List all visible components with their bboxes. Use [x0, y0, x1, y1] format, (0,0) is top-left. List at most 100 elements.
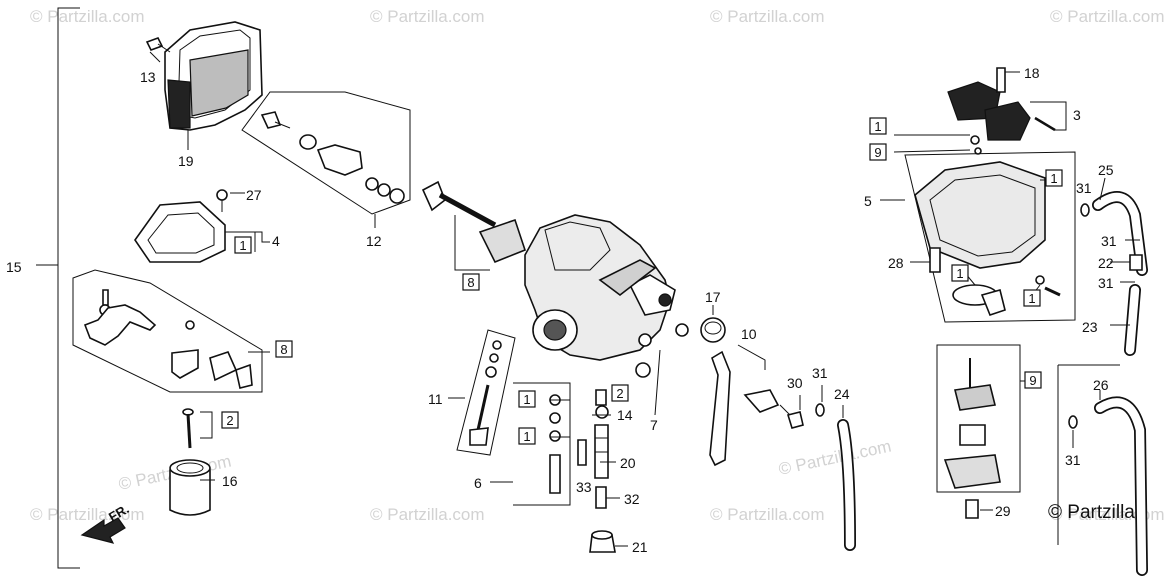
callout-c11[interactable]: 11 [428, 391, 443, 407]
boxed-ref-b1d[interactable]: 1 [869, 117, 887, 135]
watermark: © Partzilla.com [1050, 7, 1165, 26]
boxed-ref-b1g-frame [1023, 289, 1041, 307]
screw-27 [216, 189, 228, 212]
boxed-ref-c9c[interactable]: 9 [1024, 371, 1042, 389]
callout-c20[interactable]: 20 [620, 455, 636, 471]
boxed-ref-b1g-label: 1 [1028, 291, 1035, 306]
callout-c30[interactable]: 30 [787, 375, 803, 391]
boxed-ref-c8a-frame [462, 273, 480, 291]
callout-c13[interactable]: 13 [140, 69, 156, 85]
callout-c18[interactable]: 18 [1024, 65, 1040, 81]
callout-c10[interactable]: 10 [741, 326, 757, 342]
callout-c31e[interactable]: 31 [1065, 452, 1081, 468]
boxed-ref-b1d-frame [869, 117, 887, 135]
boxed-ref-b1f-frame [951, 264, 969, 282]
boxed-ref-b1c-label: 1 [523, 429, 530, 444]
parts-group-8-left [72, 269, 263, 393]
boxed-ref-b1d-label: 1 [874, 119, 881, 134]
float-3 [947, 81, 1067, 141]
callout-c26[interactable]: 26 [1093, 377, 1109, 393]
boxed-ref-b2b-label: 2 [226, 413, 233, 428]
parts-group-12 [241, 91, 411, 228]
screw-13 [145, 37, 171, 53]
boxed-ref-b9a-label: 9 [874, 145, 881, 160]
watermark: © Partzilla.com [710, 7, 825, 26]
boxed-ref-b1e-frame [1045, 169, 1063, 187]
callout-c23[interactable]: 23 [1082, 319, 1098, 335]
boxed-ref-b1e-label: 1 [1050, 171, 1057, 186]
cap-17 [700, 317, 726, 343]
boxed-ref-c8a-label: 8 [467, 275, 474, 290]
callout-c27[interactable]: 27 [246, 187, 262, 203]
boxed-ref-b1e[interactable]: 1 [1045, 169, 1063, 187]
clip-31-center [815, 403, 825, 417]
screw-29 [965, 499, 979, 519]
callout-c5[interactable]: 5 [864, 193, 872, 209]
top-cover-19 [164, 21, 263, 131]
callout-c31c[interactable]: 31 [1101, 233, 1117, 249]
hose-25 [1092, 191, 1148, 276]
fitting-22 [1129, 254, 1143, 271]
boxed-ref-c9c-frame [1024, 371, 1042, 389]
callout-c14[interactable]: 14 [617, 407, 633, 423]
boxed-ref-c9c-label: 9 [1029, 373, 1036, 388]
watermark: © Partzilla.com [30, 7, 145, 26]
washer-14 [595, 405, 609, 419]
callout-c31b[interactable]: 31 [1076, 180, 1092, 196]
boxed-ref-b9a[interactable]: 9 [869, 143, 887, 161]
boxed-ref-b1a[interactable]: 1 [234, 236, 252, 254]
boxed-ref-b1c-frame [518, 427, 536, 445]
boxed-ref-c8b[interactable]: 8 [275, 340, 293, 358]
front-direction-indicator [80, 517, 126, 544]
hose-26 [1094, 396, 1148, 576]
carburetor-body [524, 214, 689, 378]
callout-c6[interactable]: 6 [474, 475, 482, 491]
jet-2-center [595, 389, 607, 406]
callout-c31a[interactable]: 31 [812, 365, 828, 381]
callout-c29[interactable]: 29 [995, 503, 1011, 519]
boxed-ref-c2a-label: 2 [616, 386, 623, 401]
callout-c16[interactable]: 16 [222, 473, 238, 489]
callout-c33[interactable]: 33 [576, 479, 592, 495]
callout-c28[interactable]: 28 [888, 255, 904, 271]
callout-c19[interactable]: 19 [178, 153, 194, 169]
callout-c12[interactable]: 12 [366, 233, 382, 249]
callout-c24[interactable]: 24 [834, 386, 850, 402]
callout-c3[interactable]: 3 [1073, 107, 1081, 123]
boxed-ref-b9a-frame [869, 143, 887, 161]
assembly-bracket-15 [36, 7, 80, 569]
boxed-ref-b2b[interactable]: 2 [221, 411, 239, 429]
callout-c22[interactable]: 22 [1098, 255, 1114, 271]
callout-c32[interactable]: 32 [624, 491, 640, 507]
boxed-ref-b1b-label: 1 [523, 392, 530, 407]
jet-33 [577, 439, 587, 466]
screw-30 [779, 404, 804, 429]
boxed-ref-b1c[interactable]: 1 [518, 427, 536, 445]
throttle-valve-16 [169, 459, 211, 516]
watermark: © Partzilla.com [777, 437, 893, 479]
boxed-ref-b1a-frame [234, 236, 252, 254]
boxed-ref-c8a[interactable]: 8 [462, 273, 480, 291]
boxed-ref-b1b[interactable]: 1 [518, 390, 536, 408]
watermark: © Partzilla.com [370, 7, 485, 26]
boxed-ref-b1f[interactable]: 1 [951, 264, 969, 282]
callout-c4[interactable]: 4 [272, 233, 280, 249]
boxed-ref-b1g[interactable]: 1 [1023, 289, 1041, 307]
jet-needle-2 [182, 408, 213, 449]
float-bowl-5 [904, 135, 1076, 323]
callout-c15[interactable]: 15 [6, 259, 22, 275]
brand-logo: © Partzilla [1048, 502, 1135, 523]
throttle-shaft-8 [421, 180, 526, 271]
callout-c17[interactable]: 17 [705, 289, 721, 305]
callout-c21[interactable]: 21 [632, 539, 648, 555]
callout-c7[interactable]: 7 [650, 417, 658, 433]
callout-c31d[interactable]: 31 [1098, 275, 1114, 291]
accelerator-pump-9 [936, 344, 1021, 493]
clip-31-right [1068, 203, 1090, 429]
boxed-ref-c2a-frame [611, 384, 629, 402]
boxed-ref-c2a[interactable]: 2 [611, 384, 629, 402]
throttle-lever-10 [709, 344, 780, 467]
callout-c25[interactable]: 25 [1098, 162, 1114, 178]
drain-plug-21 [589, 530, 616, 553]
